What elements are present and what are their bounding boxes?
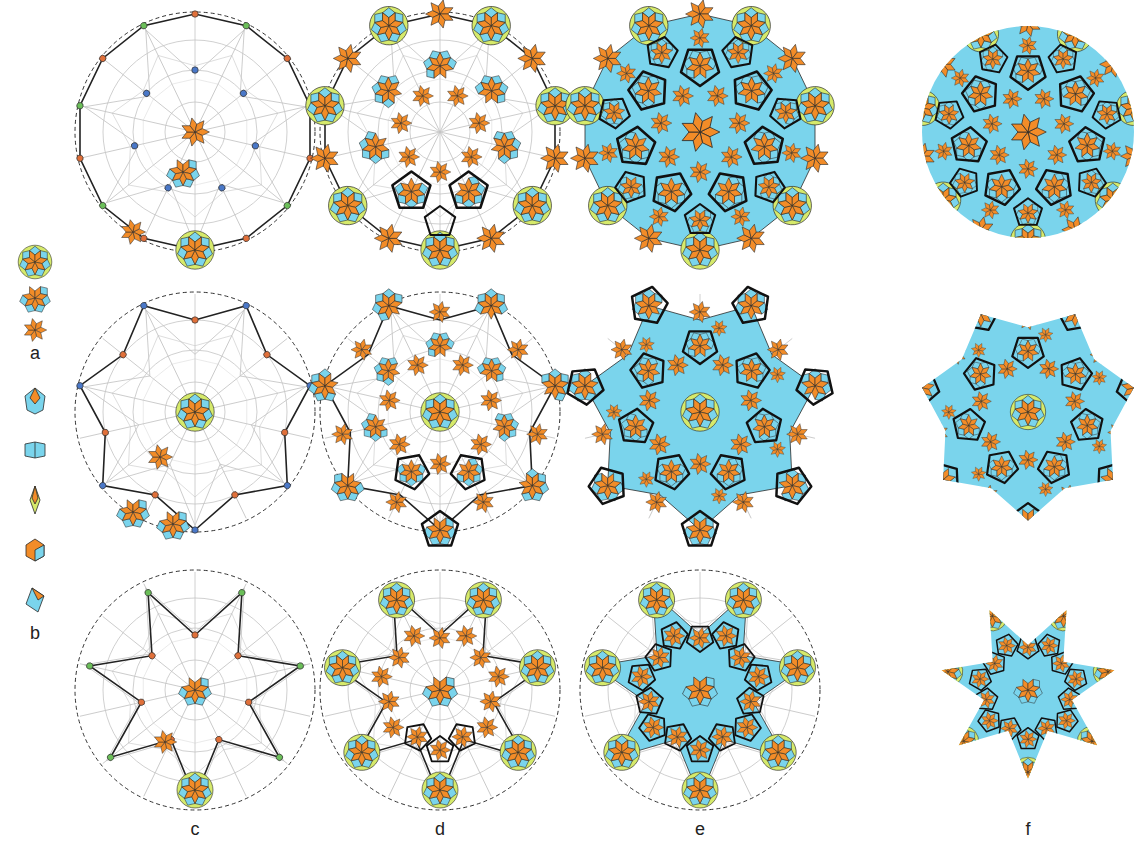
- panel-label: b: [30, 624, 40, 644]
- panel-row2-c: [75, 292, 315, 542]
- tile-legend-b: [25, 388, 45, 612]
- panel-row2-e: [558, 265, 846, 548]
- panel-label: d: [435, 820, 445, 840]
- panel-row2-d: [298, 265, 586, 548]
- panel-label: a: [30, 344, 40, 364]
- panel-label: c: [191, 820, 200, 840]
- panel-row1-f: [889, 0, 1137, 262]
- panel-row1-d: [289, 0, 590, 273]
- panel-label: f: [1025, 820, 1030, 840]
- panel-label: e: [695, 820, 705, 840]
- panel-row1-c: [75, 11, 315, 269]
- panel-row2-f: [897, 276, 1137, 537]
- panel-row3-f: [918, 580, 1137, 800]
- panel-row1-e: [549, 0, 850, 273]
- panel-row3-c: [75, 570, 315, 810]
- panel-row3-e: [580, 567, 824, 810]
- motif-legend-a: [18, 245, 52, 342]
- panel-row3-d: [320, 568, 563, 810]
